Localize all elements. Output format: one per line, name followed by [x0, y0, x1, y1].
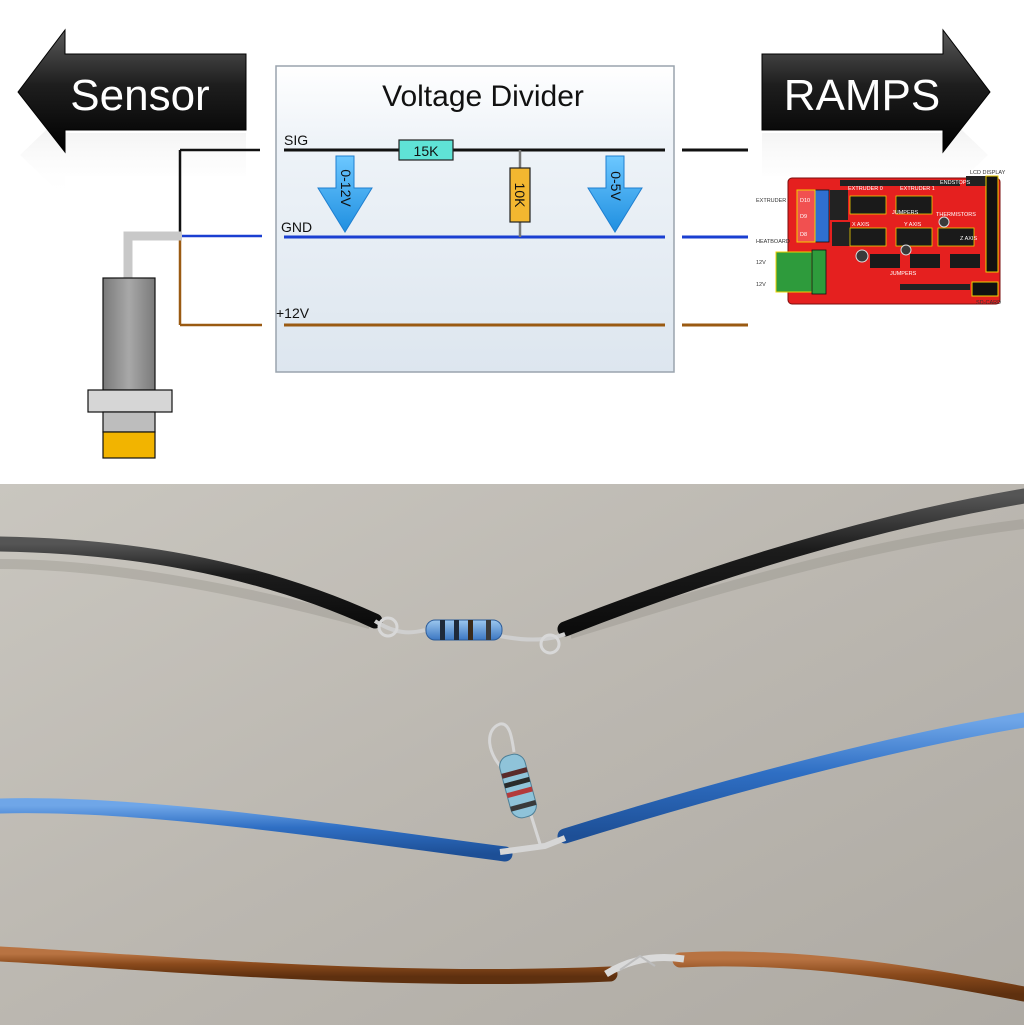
- box-title: Voltage Divider: [382, 80, 584, 113]
- sig-line: SIG: [284, 132, 748, 152]
- gnd-line: GND: [281, 219, 748, 239]
- vcc-line: +12V: [276, 305, 748, 327]
- output-voltage-arrow: 0-5V: [587, 155, 643, 233]
- sensor-arrow: Sensor: [17, 28, 247, 198]
- ramps-label-heatboard: HEATBOARD: [756, 239, 790, 245]
- resistor-15k-label: 15K: [414, 143, 440, 159]
- ramps-label-extruder: EXTRUDER: [756, 198, 786, 204]
- ramps-label-extruder1: EXTRUDER 1: [900, 186, 935, 192]
- inductive-sensor: [87, 277, 173, 459]
- ramps-label-x-axis: X AXIS: [852, 222, 870, 228]
- voltage-divider-diagram: Sensor RAMPS Voltage Divider SIG GND +12…: [17, 28, 1006, 459]
- photo-resistor-15k: [425, 619, 503, 641]
- ramps-label-12v-b: 12V: [756, 282, 766, 288]
- ramps-label-z-axis: Z AXIS: [960, 236, 977, 242]
- ramps-arrow: RAMPS: [761, 28, 991, 198]
- sig-label: SIG: [284, 132, 308, 148]
- resistor-10k-label: 10K: [512, 183, 528, 209]
- ramps-label-d10: D10: [800, 198, 810, 204]
- ramps-board: EXTRUDER HEATBOARD 12V 12V EXTRUDER 0 EX…: [756, 170, 1006, 306]
- photo-resistor-10k: [499, 753, 537, 819]
- resistor-15k: 15K: [398, 139, 454, 161]
- ramps-label-12v-a: 12V: [756, 260, 766, 266]
- input-voltage-arrow: 0-12V: [317, 155, 373, 233]
- gnd-label: GND: [281, 219, 312, 235]
- wiring-photo: [0, 484, 1024, 1025]
- ramps-label-extruder0: EXTRUDER 0: [848, 186, 883, 192]
- sensor-arrow-label: Sensor: [70, 71, 209, 120]
- sensor-wiring: [123, 148, 262, 327]
- photo-black-wire: [0, 488, 1024, 655]
- ramps-label-sd: SD-CARD: [976, 300, 1001, 306]
- ramps-label-y-axis: Y AXIS: [904, 222, 922, 228]
- ramps-label-thermistors: THERMISTORS: [936, 212, 976, 218]
- ramps-arrow-label: RAMPS: [784, 71, 940, 120]
- ramps-label-lcd: LCD DISPLAY: [970, 170, 1006, 176]
- output-voltage-label: 0-5V: [608, 171, 624, 201]
- photo-blue-wire: [0, 712, 1024, 862]
- photo-brown-wire: [0, 946, 1024, 1002]
- ramps-label-d9: D9: [800, 214, 807, 220]
- ramps-label-jumpers-bottom: JUMPERS: [890, 271, 917, 277]
- vcc-label: +12V: [276, 305, 310, 321]
- ramps-label-endstops: ENDSTOPS: [940, 180, 970, 186]
- input-voltage-label: 0-12V: [338, 169, 354, 207]
- resistor-10k: 10K: [509, 150, 531, 237]
- ramps-label-jumpers-top: JUMPERS: [892, 210, 919, 216]
- ramps-label-d8: D8: [800, 232, 807, 238]
